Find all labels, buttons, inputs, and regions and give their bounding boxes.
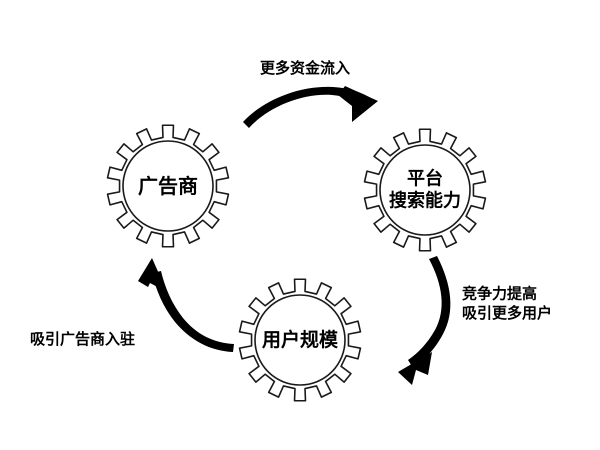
node-label-advertisers: 广告商 — [138, 174, 198, 198]
gear-inner-circle — [254, 294, 346, 386]
curved-arrow-icon — [408, 256, 451, 368]
arrow-platform-to-userscale — [398, 256, 451, 385]
edge-label-competitiveness-line2: 吸引更多用户 — [462, 304, 552, 322]
node-label-platform-line2: 搜索能力 — [389, 190, 461, 212]
gear-inner-circle — [379, 144, 471, 236]
gear-inner-circle — [122, 140, 214, 232]
curved-arrow-icon — [152, 271, 234, 352]
arrowhead-icon — [398, 352, 432, 385]
arrowhead-icon — [138, 258, 167, 292]
node-label-platform-line1: 平台 — [407, 167, 443, 189]
node-advertisers[interactable]: 广告商 — [106, 124, 230, 248]
node-label-user-scale: 用户规模 — [262, 328, 339, 351]
edge-label-attract-advertisers: 吸引广告商入驻 — [30, 330, 135, 348]
edge-label-more-capital-inflow: 更多资金流入 — [260, 59, 350, 77]
arrow-userscale-to-advertisers — [138, 258, 234, 352]
arrow-advertisers-to-platform — [243, 86, 378, 128]
node-user-scale[interactable]: 用户规模 — [238, 278, 362, 402]
node-platform-search-capability[interactable]: 平台 搜索能力 — [363, 128, 487, 252]
arrowhead-icon — [338, 86, 378, 122]
edge-label-competitiveness-line1: 竞争力提高 — [462, 284, 537, 302]
curved-arrow-icon — [243, 86, 369, 128]
